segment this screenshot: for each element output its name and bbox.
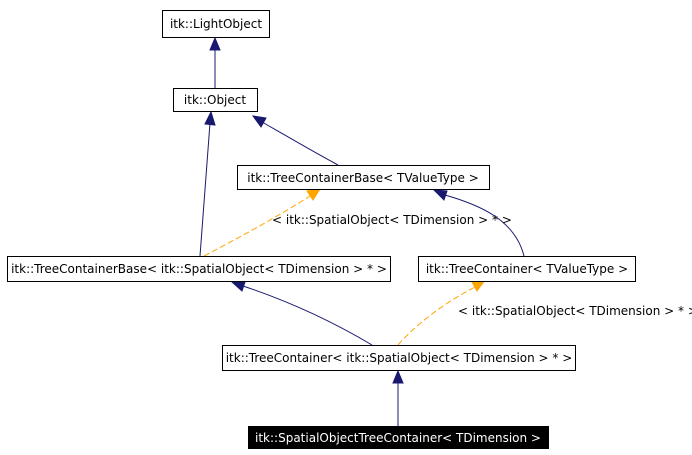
node-tree-container-spatial-label: itk::TreeContainer< itk::SpatialObject< … xyxy=(226,351,573,365)
node-spatial-object-tree-container-label: itk::SpatialObjectTreeContainer< TDimens… xyxy=(255,431,541,445)
node-tree-container-base-spatial[interactable]: itk::TreeContainerBase< itk::SpatialObje… xyxy=(7,256,391,282)
node-tree-container-label: itk::TreeContainer< TValueType > xyxy=(426,262,628,276)
edge-label-container-template-arg: < itk::SpatialObject< TDimension > * > xyxy=(458,304,692,318)
arrowhead-tc-spatial xyxy=(392,369,404,384)
node-tree-container-spatial[interactable]: itk::TreeContainer< itk::SpatialObject< … xyxy=(222,345,576,371)
edge-label-base-template-arg: < itk::SpatialObject< TDimension > * > xyxy=(272,213,512,227)
node-tree-container-base-label: itk::TreeContainerBase< TValueType > xyxy=(247,171,479,185)
arrowhead-object-right xyxy=(251,115,267,128)
edge-tc-spatial-to-tcbase-spatial xyxy=(242,285,373,346)
node-light-object[interactable]: itk::LightObject xyxy=(162,10,270,38)
arrowhead-lightobject xyxy=(209,36,221,51)
node-light-object-label: itk::LightObject xyxy=(170,17,262,31)
node-tree-container-base-spatial-label: itk::TreeContainerBase< itk::SpatialObje… xyxy=(11,262,387,276)
node-object[interactable]: itk::Object xyxy=(173,88,258,112)
arrowhead-template-base xyxy=(306,188,322,201)
arrowhead-tcbase-spatial xyxy=(230,281,246,292)
node-spatial-object-tree-container[interactable]: itk::SpatialObjectTreeContainer< TDimens… xyxy=(248,426,549,449)
arrowhead-base-right xyxy=(432,189,448,201)
edge-tcbase-spatial-to-object xyxy=(199,122,211,257)
node-object-label: itk::Object xyxy=(184,93,246,107)
edge-treecontainerbase-to-object xyxy=(261,121,339,166)
arrowhead-object-left xyxy=(204,110,216,126)
node-tree-container[interactable]: itk::TreeContainer< TValueType > xyxy=(418,256,636,282)
edge-template-container xyxy=(397,286,476,346)
edge-treecontainer-to-base xyxy=(444,194,525,257)
node-tree-container-base[interactable]: itk::TreeContainerBase< TValueType > xyxy=(237,165,490,190)
edge-template-base xyxy=(203,195,311,257)
